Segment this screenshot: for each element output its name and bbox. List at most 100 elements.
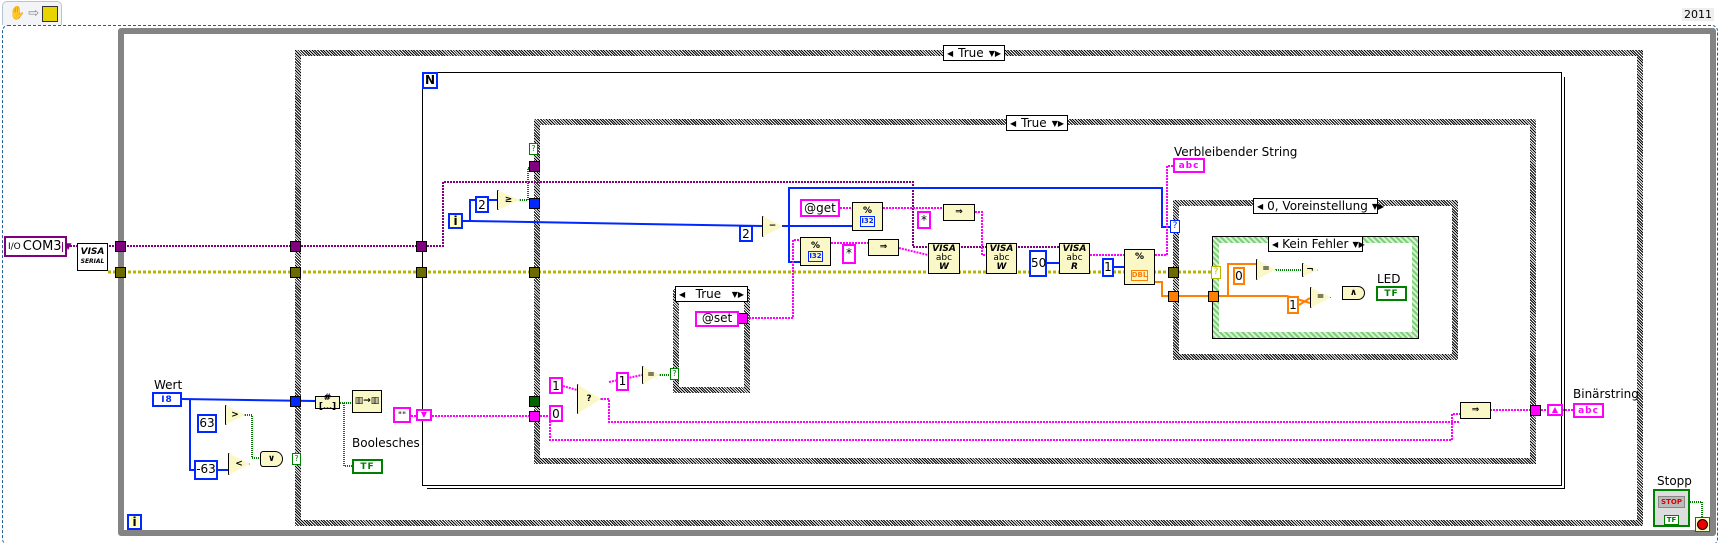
- diagram-boundary: [2, 25, 1718, 543]
- case-selector-terminal: ?: [1211, 266, 1221, 279]
- reverse-array-node[interactable]: ▥→▥: [352, 390, 382, 413]
- visa-tunnel: [416, 241, 427, 252]
- stop-button-terminal[interactable]: STOP TF: [1653, 489, 1690, 527]
- timeout-constant-50[interactable]: 50: [1029, 250, 1047, 277]
- shift-register-left: ▼: [416, 409, 432, 421]
- constant-0[interactable]: 0: [1233, 267, 1245, 285]
- constant-2[interactable]: 2: [475, 196, 489, 213]
- visa-tunnel: [290, 241, 301, 252]
- visa-wire: [67, 181, 1090, 248]
- constant-63[interactable]: 63: [197, 414, 217, 433]
- io-prefix: I/O: [8, 241, 21, 252]
- index-wire: [469, 220, 763, 227]
- vi-icon[interactable]: [42, 5, 59, 22]
- constant-1[interactable]: 1: [549, 377, 563, 394]
- concatenate-strings-node[interactable]: ⇒: [943, 204, 975, 221]
- get-command-constant[interactable]: @get: [800, 199, 840, 217]
- version-label: 2011: [1682, 8, 1714, 21]
- or-node[interactable]: ∨: [260, 451, 283, 467]
- set-string-wire: [740, 239, 800, 319]
- star-constant[interactable]: *: [917, 211, 931, 229]
- star-constant[interactable]: *: [842, 244, 856, 264]
- for-loop-count-terminal: N: [422, 72, 438, 89]
- visa-resource-control[interactable]: I/O COM3 ▼: [4, 236, 72, 257]
- subtract-wire: [782, 187, 1175, 228]
- dbl-tunnel: [1208, 291, 1219, 302]
- wert-control[interactable]: I8: [152, 392, 182, 407]
- boolean-array-label: Boolesches A: [352, 436, 422, 450]
- scan-from-string-node[interactable]: % DBL: [1124, 249, 1155, 285]
- diagram-toolbar: ✋ ⇨: [2, 1, 62, 25]
- format-into-string-node[interactable]: % I32: [800, 237, 831, 266]
- subtract-wire: [788, 226, 800, 263]
- led-indicator: TF: [1376, 286, 1407, 301]
- case-selector-small[interactable]: ◀True▼▶: [675, 286, 748, 302]
- binary-string-indicator: abc: [1573, 403, 1604, 418]
- stop-type-label: TF: [1663, 515, 1680, 525]
- constant-2[interactable]: 2: [739, 225, 753, 242]
- led-label: LED: [1377, 272, 1401, 286]
- remaining-string-indicator: abc: [1173, 158, 1205, 173]
- concatenate-strings-node[interactable]: ⇒: [868, 239, 899, 256]
- shift-register-right: ▲: [1547, 404, 1563, 416]
- index-tunnel: [529, 198, 540, 209]
- case-structure-small[interactable]: [673, 289, 750, 393]
- while-loop[interactable]: [118, 28, 1716, 536]
- select-in-wire: [562, 385, 578, 391]
- constant-1[interactable]: 1: [616, 372, 629, 391]
- boolean-array-indicator: TF: [352, 459, 383, 474]
- binary-string-wire: [411, 413, 1460, 441]
- chevron-down-icon[interactable]: ▼: [61, 241, 74, 252]
- binary-string-label: Binärstring: [1573, 387, 1639, 401]
- stop-label: Stopp: [1657, 474, 1692, 488]
- for-loop[interactable]: [422, 72, 1562, 486]
- bool-array-wire: [343, 403, 352, 467]
- concatenate-strings-node[interactable]: ⇒: [1460, 402, 1491, 419]
- number-to-boolean-array-node[interactable]: #[…]: [315, 393, 340, 411]
- case-selector-enum[interactable]: ◀0, Voreinstellung▼▶: [1253, 198, 1384, 214]
- offset-constant-1[interactable]: 1: [1102, 258, 1114, 277]
- visa-resource-value: COM3: [22, 239, 62, 254]
- error-tunnel: [1168, 267, 1179, 278]
- constant-minus-63[interactable]: -63: [194, 460, 218, 480]
- dbl-wire: [1298, 297, 1311, 306]
- and-node[interactable]: ∧: [1342, 286, 1365, 300]
- for-loop-iteration-terminal: i: [448, 213, 463, 229]
- case-selector-outer[interactable]: ◀True▼▶: [943, 45, 1005, 61]
- constant-1[interactable]: 1: [1287, 296, 1299, 314]
- visa-tunnel: [529, 161, 540, 172]
- case-selector-inner[interactable]: ◀True▼▶: [1006, 115, 1068, 131]
- case-selector-error[interactable]: ◀Kein Fehler▼▶: [1268, 236, 1365, 252]
- string-tunnel: [529, 411, 540, 422]
- bool-wire: [520, 167, 534, 201]
- case-selector-terminal: ?: [1170, 220, 1180, 233]
- string-tunnel: [1530, 405, 1541, 416]
- constant-0[interactable]: 0: [549, 405, 563, 422]
- set-command-constant[interactable]: @set: [695, 311, 739, 327]
- case-selector-terminal: ?: [670, 368, 679, 380]
- remaining-string-wire: [1155, 165, 1173, 256]
- loop-condition-stop-icon[interactable]: [1695, 517, 1710, 532]
- dbl-wire: [1227, 263, 1256, 296]
- wert-tunnel: [290, 396, 301, 407]
- bool-array-tunnel: [529, 396, 540, 407]
- remaining-string-label: Verbleibender String: [1174, 145, 1298, 159]
- arrow-right-icon[interactable]: ⇨: [28, 6, 40, 21]
- case-selector-terminal: ?: [292, 453, 301, 465]
- format-into-string-node[interactable]: % I32: [852, 202, 883, 231]
- wert-label: Wert: [154, 378, 183, 392]
- error-tunnel: [115, 267, 126, 278]
- string-wire: [898, 247, 929, 256]
- stop-wire: [1690, 501, 1703, 517]
- error-tunnel: [416, 267, 427, 278]
- stop-button-label: STOP: [1658, 496, 1685, 508]
- empty-string-constant[interactable]: "": [393, 407, 411, 423]
- bool-wire: [245, 414, 260, 459]
- hand-icon[interactable]: ✋: [9, 6, 26, 21]
